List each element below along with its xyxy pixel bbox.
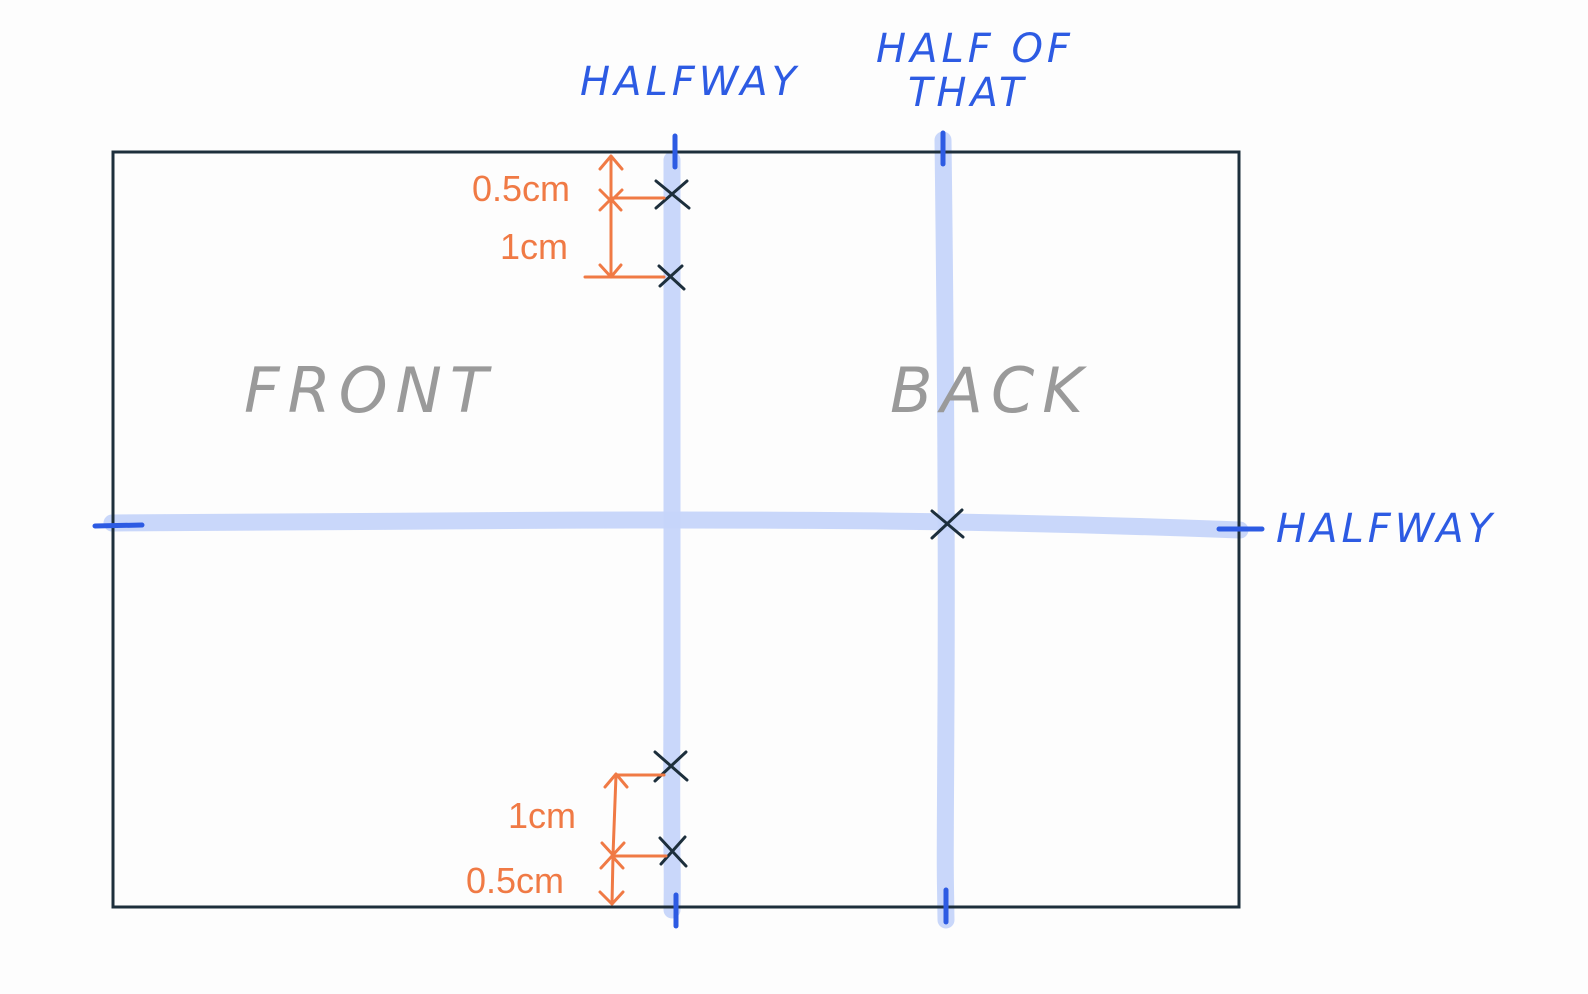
bottom-one-cm-label: 1cm	[508, 795, 576, 836]
top-dimension-marks	[583, 154, 666, 279]
right-halfway-label: HALFWAY	[1276, 506, 1496, 552]
back-label: BACK	[890, 354, 1091, 427]
top-outer-cross-mark	[654, 179, 691, 210]
top-inner-cross-mark	[657, 264, 686, 291]
vertical-half-of-that-guide	[934, 131, 955, 929]
bottom-half-cm-label: 0.5cm	[466, 860, 564, 901]
front-label: FRONT	[244, 354, 496, 427]
center-back-cross-mark	[930, 508, 965, 540]
bottom-dimension-marks	[598, 772, 668, 906]
top-half-cm-label: 0.5cm	[472, 168, 570, 209]
half-of-that-label-line1: HALF OF	[876, 26, 1074, 72]
bottom-outer-cross-mark	[658, 835, 688, 868]
half-of-that-label-line2: THAT	[908, 70, 1027, 116]
vertical-halfway-guide	[663, 151, 681, 919]
top-halfway-label: HALFWAY	[580, 59, 800, 105]
top-one-cm-label: 1cm	[500, 226, 568, 267]
left-halfway-tick	[92, 522, 145, 529]
